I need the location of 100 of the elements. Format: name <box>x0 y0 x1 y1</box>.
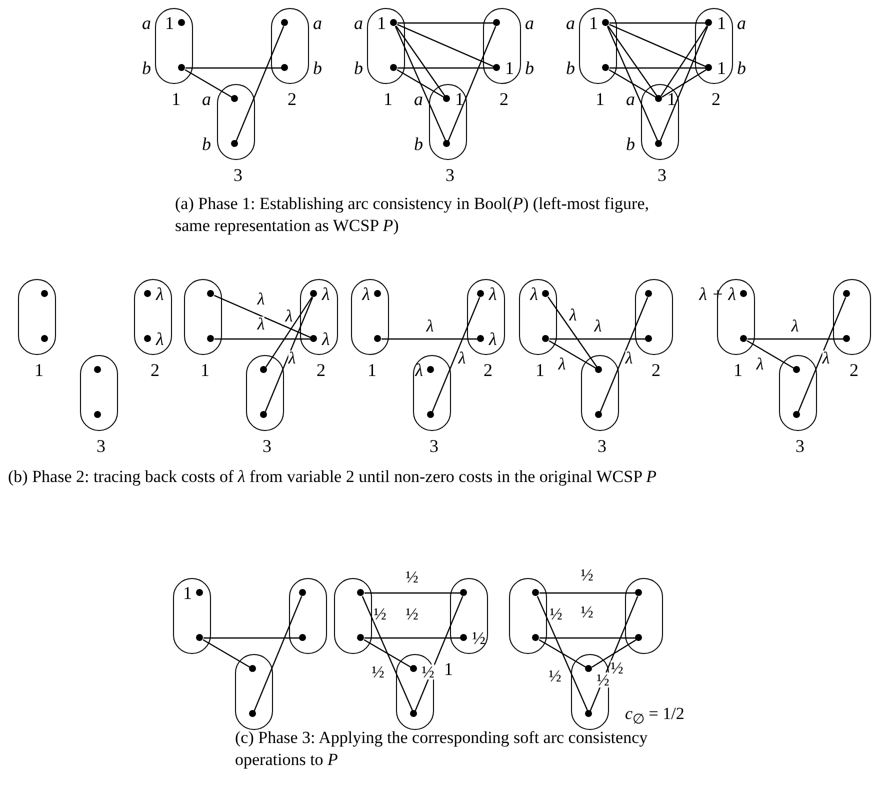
variable-number: 2 <box>712 90 720 108</box>
figure-caption: (a) Phase 1: Establishing arc consistency in Bool(P) (left-most figure, same representation as WCSP P) <box>175 193 650 237</box>
rounded-box <box>581 355 619 431</box>
value-dot <box>793 411 800 418</box>
value-dot <box>595 366 602 374</box>
value-letter: b <box>142 59 151 77</box>
cost-label: 1 <box>505 59 514 77</box>
value-dot <box>427 366 434 374</box>
constraint-line <box>396 24 494 68</box>
value-letter: a <box>202 90 211 108</box>
constraint-line <box>448 26 496 141</box>
value-letter: a <box>354 14 363 32</box>
constraint-line <box>548 296 598 368</box>
value-dot <box>740 335 748 342</box>
constraint-line <box>610 22 706 24</box>
value-letter: b <box>737 59 746 77</box>
value-letter: a <box>313 14 322 32</box>
rounded-box <box>635 279 673 355</box>
value-dot <box>260 411 268 418</box>
variable-number: 3 <box>598 437 606 455</box>
constraint-line <box>396 69 444 98</box>
cost-note: c$_{∅}$ = 1/2 <box>625 703 684 730</box>
value-letter: a <box>626 90 635 108</box>
value-dot <box>94 411 102 418</box>
value-dot <box>635 589 642 596</box>
value-dot <box>460 634 468 642</box>
value-dot <box>196 634 204 642</box>
value-letter: a <box>737 14 746 32</box>
value-letter: b <box>525 59 534 77</box>
edge-label: ½ <box>372 664 384 680</box>
value-dot <box>94 366 102 374</box>
rounded-box <box>334 578 372 654</box>
value-dot <box>231 95 238 102</box>
figure-caption: (b) Phase 2: tracing back costs of λ from variable 2 until non-zero costs in the original WCSP P <box>8 466 658 488</box>
constraint-line <box>214 294 312 338</box>
edge-label: λ <box>257 316 265 332</box>
constraint-line <box>396 26 446 96</box>
edge-label: ½ <box>550 606 562 622</box>
value-dot <box>477 335 484 342</box>
constraint-line <box>414 596 464 711</box>
rounded-box <box>246 355 284 431</box>
cost-label: ½ <box>472 629 486 647</box>
constraint-line <box>660 26 708 96</box>
value-dot <box>427 411 434 418</box>
cost-label: 1 <box>183 584 192 602</box>
variable-number: 3 <box>796 437 804 455</box>
value-dot <box>843 290 850 298</box>
edge-label: λ <box>288 350 296 366</box>
rounded-box <box>184 279 222 355</box>
rounded-box <box>300 279 338 355</box>
cost-label: λ <box>489 330 497 348</box>
value-letter: a <box>414 90 423 108</box>
value-letter: a <box>142 14 151 32</box>
edge-label: ½ <box>580 604 594 620</box>
rounded-box <box>235 654 273 730</box>
variable-number: 3 <box>430 437 438 455</box>
value-dot <box>390 64 398 72</box>
value-dot <box>178 19 186 26</box>
constraint-line <box>394 26 446 142</box>
edge-label: λ <box>257 292 265 306</box>
value-dot <box>740 290 748 298</box>
edge-label: ½ <box>406 606 418 622</box>
constraint-line <box>608 26 658 96</box>
cost-label: 1 <box>444 660 453 678</box>
edge-label: ½ <box>548 668 562 684</box>
constraint-line <box>592 639 636 668</box>
constraint-line <box>746 340 794 369</box>
constraint-line <box>202 639 250 668</box>
value-dot <box>460 589 468 596</box>
value-dot <box>281 19 288 26</box>
value-dot <box>310 290 318 298</box>
value-dot <box>390 19 398 26</box>
edge-label: λ <box>822 350 830 366</box>
value-letter: b <box>354 59 363 77</box>
variable-number: 1 <box>536 361 544 379</box>
constraint-line <box>362 596 414 712</box>
rounded-box <box>625 578 663 654</box>
value-dot <box>207 335 214 342</box>
constraint-line <box>662 69 706 98</box>
constraint-line <box>265 296 313 368</box>
value-letter: b <box>202 135 211 153</box>
variable-number: 3 <box>234 166 242 184</box>
value-dot <box>655 95 662 102</box>
edge-label: λ <box>594 318 602 334</box>
rounded-box <box>18 279 56 355</box>
cost-label: λ <box>156 330 164 348</box>
rounded-box <box>509 578 547 654</box>
value-dot <box>532 634 540 642</box>
value-dot <box>635 634 642 642</box>
constraint-line <box>398 22 494 24</box>
value-dot <box>207 290 214 298</box>
edge-label: λ <box>426 318 434 334</box>
value-dot <box>144 335 152 342</box>
rounded-box <box>413 355 451 431</box>
value-dot <box>310 335 318 342</box>
variable-number: 2 <box>288 90 296 108</box>
constraint-line <box>214 338 310 340</box>
variable-number: 1 <box>734 361 742 379</box>
value-letter: b <box>566 59 575 77</box>
value-dot <box>41 335 48 342</box>
